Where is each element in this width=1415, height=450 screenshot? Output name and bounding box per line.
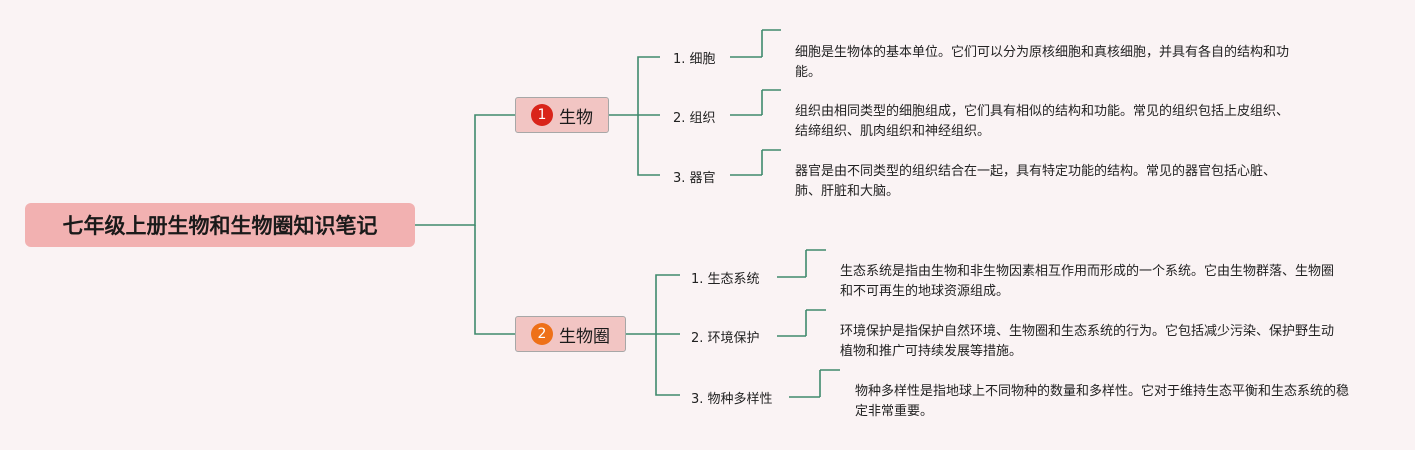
leaf-node-tissue[interactable]: 2. 组织 xyxy=(673,111,716,126)
root-topic[interactable]: 七年级上册生物和生物圈知识笔记 xyxy=(25,203,415,247)
leaf-node-ecosystem[interactable]: 1. 生态系统 xyxy=(691,272,760,287)
leaf-node-environment-protection[interactable]: 2. 环境保护 xyxy=(691,331,760,346)
category-label: 生物 xyxy=(559,107,593,128)
category-node-biosphere[interactable]: 2 生物圈 xyxy=(515,316,626,352)
leaf-node-organ[interactable]: 3. 器官 xyxy=(673,171,716,186)
leaf-node-cell[interactable]: 1. 细胞 xyxy=(673,52,716,67)
leaf-description: 物种多样性是指地球上不同物种的数量和多样性。它对于维持生态平衡和生态系统的稳定非… xyxy=(855,384,1350,419)
number-badge: 1 xyxy=(531,104,553,126)
leaf-description: 器官是由不同类型的组织结合在一起，具有特定功能的结构。常见的器官包括心脏、肺、肝… xyxy=(795,164,1277,199)
category-node-organism[interactable]: 1 生物 xyxy=(515,97,609,133)
category-label: 生物圈 xyxy=(559,326,610,347)
leaf-description: 生态系统是指由生物和非生物因素相互作用而形成的一个系统。它由生物群落、生物圈和不… xyxy=(840,264,1335,299)
leaf-description: 组织由相同类型的细胞组成，它们具有相似的结构和功能。常见的组织包括上皮组织、结缔… xyxy=(795,104,1290,139)
leaf-description: 细胞是生物体的基本单位。它们可以分为原核细胞和真核细胞，并具有各自的结构和功能。 xyxy=(795,45,1290,80)
leaf-description: 环境保护是指保护自然环境、生物圈和生态系统的行为。它包括减少污染、保护野生动植物… xyxy=(840,324,1335,359)
leaf-node-species-diversity[interactable]: 3. 物种多样性 xyxy=(691,392,773,407)
number-badge: 2 xyxy=(531,323,553,345)
root-title: 七年级上册生物和生物圈知识笔记 xyxy=(62,214,378,238)
